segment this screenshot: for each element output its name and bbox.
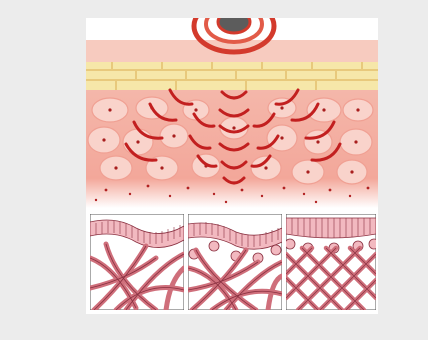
- collagen-network-after: [285, 214, 378, 310]
- skin-diagram-svg: [86, 18, 378, 314]
- illustration-panel: [86, 18, 378, 314]
- epidermis-layer: [86, 62, 378, 90]
- collagen-network-before: [90, 214, 184, 310]
- skin-layers-with-energy-waves: [86, 18, 378, 208]
- collagen-network-during: [188, 214, 282, 310]
